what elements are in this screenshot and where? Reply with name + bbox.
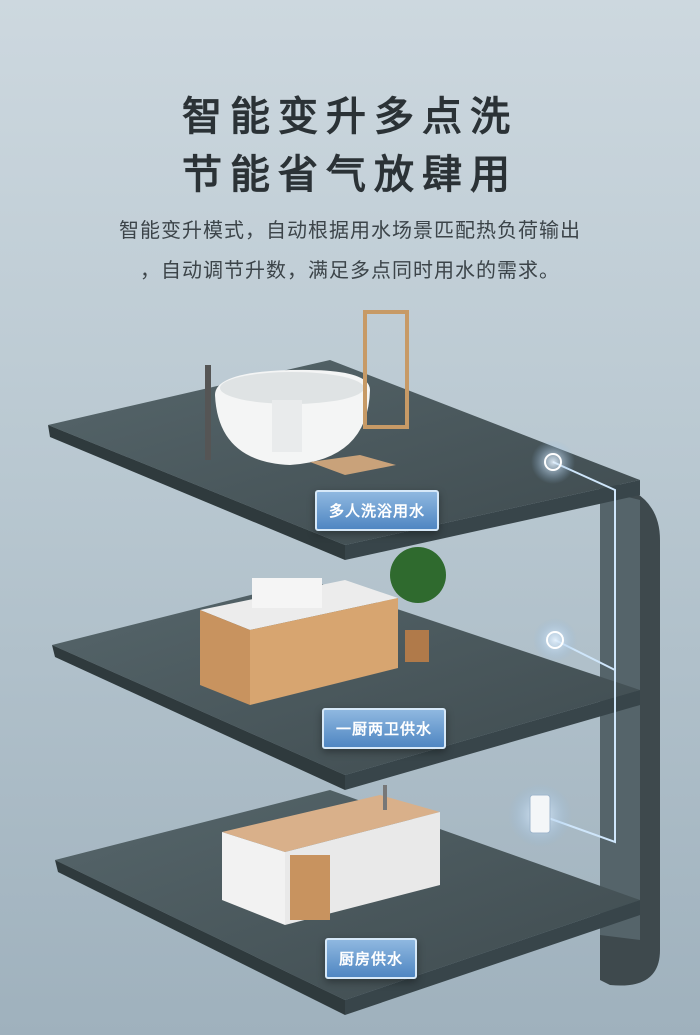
kitchen-island-icon bbox=[222, 785, 440, 925]
description-line-2: ，自动调节升数，满足多点同时用水的需求。 bbox=[140, 258, 560, 282]
description-line-1: 智能变升模式，自动根据用水场景匹配热负荷输出 bbox=[119, 218, 581, 242]
scene-label-multi-shower: 多人洗浴用水 bbox=[315, 490, 440, 531]
headline-line-1: 智能变升多点洗 bbox=[182, 93, 518, 140]
water-heater-icon bbox=[508, 783, 572, 847]
bathtub-icon bbox=[205, 310, 409, 475]
scene-label-one-kitchen-two-baths: 一厨两卫供水 bbox=[322, 708, 447, 749]
water-pipe-line bbox=[539, 461, 616, 844]
floor-slab-bath bbox=[48, 360, 640, 560]
outlet-node-icon bbox=[533, 618, 577, 662]
headline-line-2: 节能省气放肆用 bbox=[182, 151, 518, 198]
outlet-node-icon bbox=[531, 440, 575, 484]
bathroom-cabinet-icon bbox=[200, 547, 446, 705]
scene-label-kitchen: 厨房供水 bbox=[325, 938, 418, 979]
